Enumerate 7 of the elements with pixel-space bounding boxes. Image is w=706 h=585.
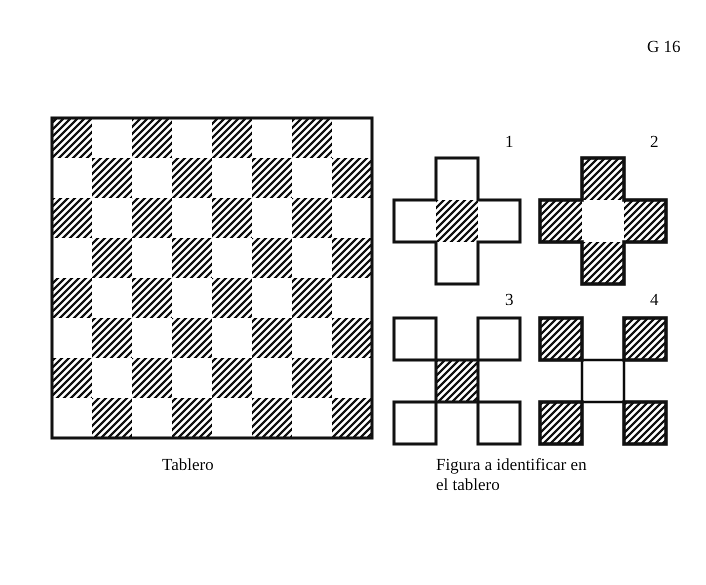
page-number: G 16 (647, 37, 681, 57)
figure-number: 3 (505, 290, 514, 310)
figure-number: 2 (650, 132, 658, 152)
figure-number: 1 (505, 132, 514, 152)
figure-caption: Figura a identificar en el tablero (436, 455, 588, 495)
figure-number: 4 (650, 290, 658, 310)
board-caption: Tablero (162, 455, 215, 475)
